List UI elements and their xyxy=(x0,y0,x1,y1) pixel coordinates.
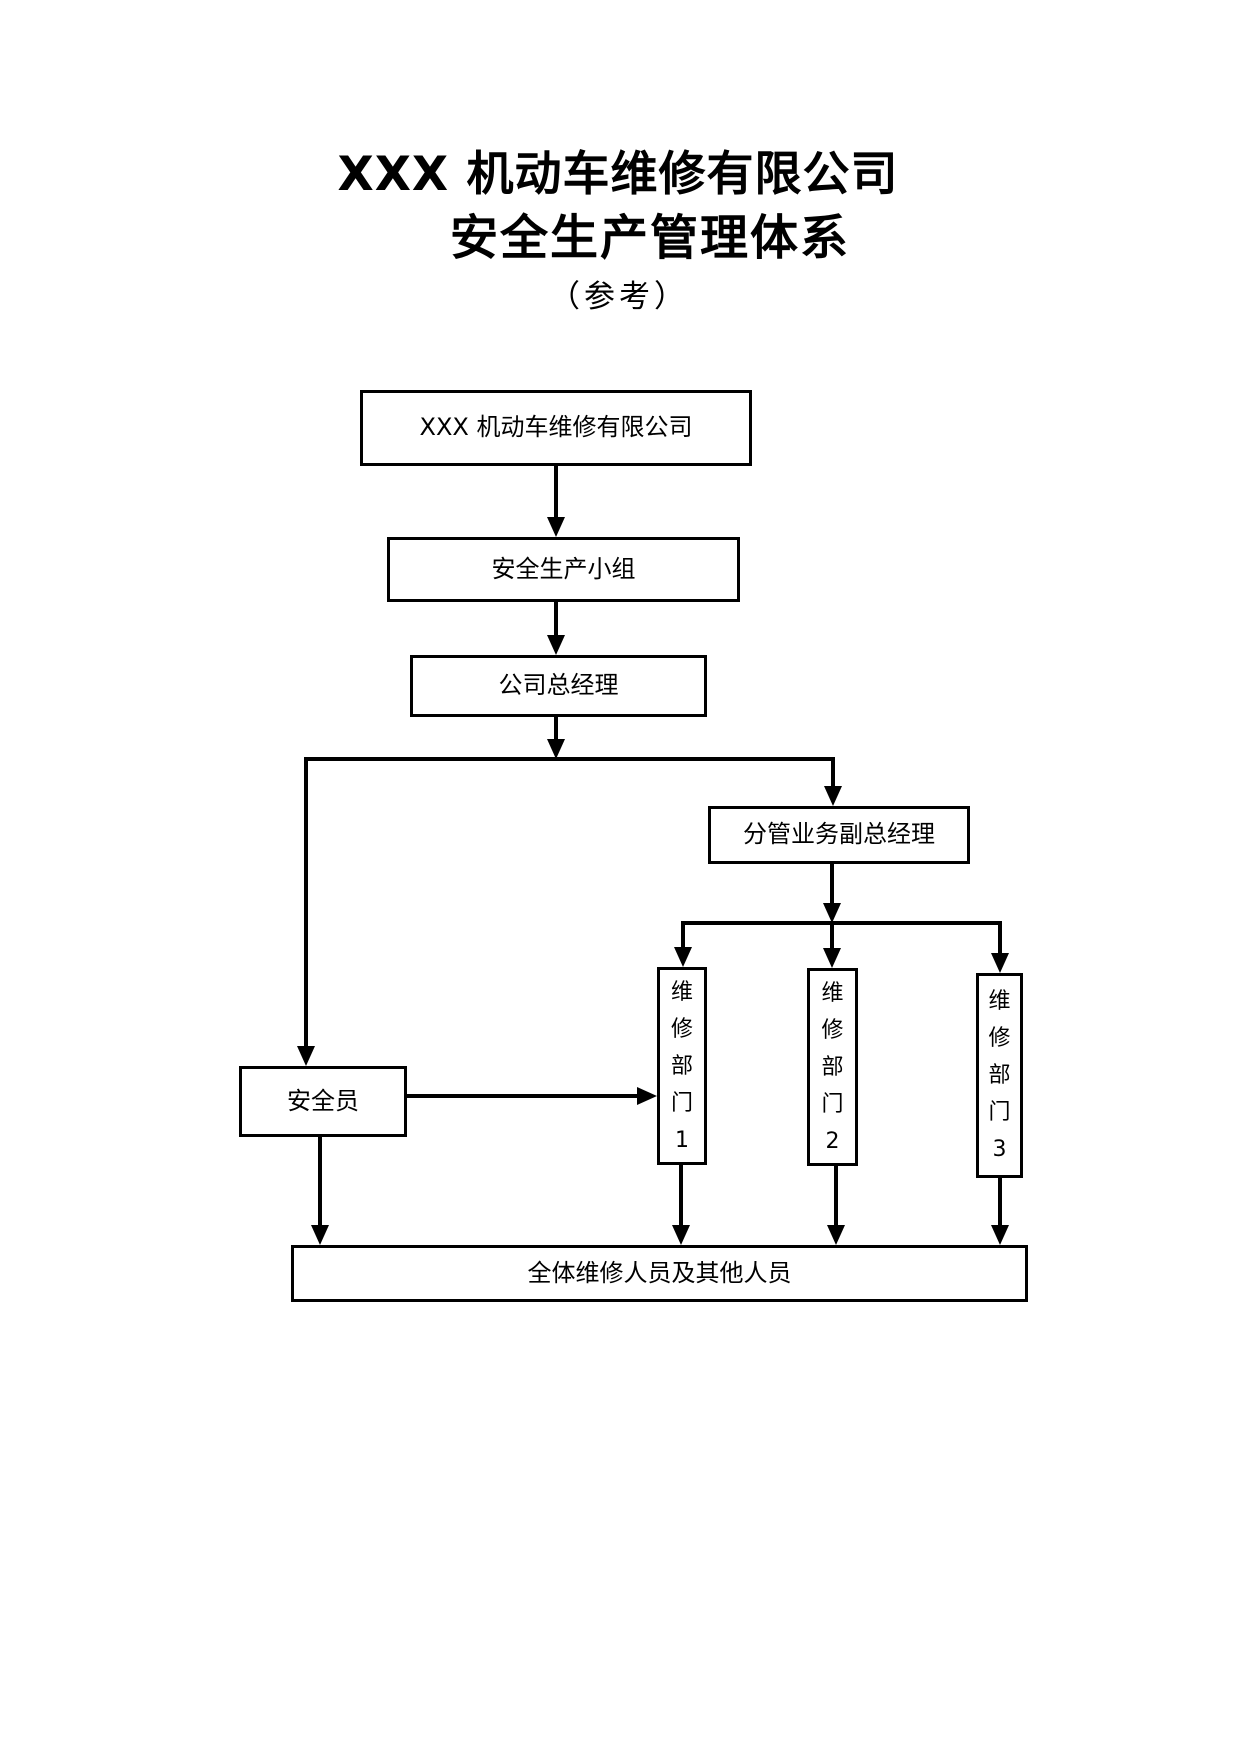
edge-junction2-dept1-line xyxy=(681,921,685,949)
node-repair-dept-2: 维修部门2 xyxy=(807,968,858,1166)
edge-dept1-allstaff-arrowhead-icon xyxy=(672,1225,690,1245)
node-safety-officer: 安全员 xyxy=(239,1066,407,1137)
edge-dept2-allstaff-arrowhead-icon xyxy=(827,1225,845,1245)
node-all-staff: 全体维修人员及其他人员 xyxy=(291,1245,1028,1302)
node-safety-team-label: 安全生产小组 xyxy=(491,554,636,583)
node-repair-dept-3: 维修部门3 xyxy=(976,973,1023,1178)
junction1-horizontal-line xyxy=(304,757,835,761)
edge-junction-deputy-line xyxy=(831,757,835,788)
edge-junction-safety-officer-line xyxy=(304,757,308,1048)
edge-gm-junction-line xyxy=(554,715,558,741)
edge-junction-safety-officer-arrowhead-icon xyxy=(297,1046,315,1066)
edge-safety-officer-allstaff-arrowhead-icon xyxy=(311,1225,329,1245)
edge-junction2-dept3-arrowhead-icon xyxy=(991,953,1009,973)
node-deputy-manager-label: 分管业务副总经理 xyxy=(743,820,935,849)
edge-gm-junction-arrowhead-icon xyxy=(547,739,565,759)
doc-title-line1: XXX 机动车维修有限公司 xyxy=(337,147,899,202)
node-company-label: XXX 机动车维修有限公司 xyxy=(419,413,693,442)
node-company: XXX 机动车维修有限公司 xyxy=(360,390,752,466)
edge-dept1-allstaff-line xyxy=(679,1165,683,1227)
edge-junction-deputy-arrowhead-icon xyxy=(824,786,842,806)
node-all-staff-label: 全体维修人员及其他人员 xyxy=(527,1258,792,1287)
edge-junction2-dept2-line xyxy=(830,921,834,950)
edge-dept2-allstaff-line xyxy=(834,1166,838,1227)
node-safety-team: 安全生产小组 xyxy=(387,537,740,602)
edge-dept3-allstaff-arrowhead-icon xyxy=(991,1225,1009,1245)
node-general-manager-label: 公司总经理 xyxy=(498,671,619,700)
node-deputy-manager: 分管业务副总经理 xyxy=(708,806,970,864)
edge-company-safety-team-line xyxy=(554,466,558,519)
edge-safety-team-gm-arrowhead-icon xyxy=(547,635,565,655)
node-safety-officer-label: 安全员 xyxy=(287,1086,359,1115)
doc-title-line2: 安全生产管理体系 xyxy=(449,210,851,266)
edge-safety-team-gm-line xyxy=(554,600,558,637)
edge-deputy-junction2-line xyxy=(830,862,834,905)
node-general-manager: 公司总经理 xyxy=(410,655,707,717)
edge-junction2-dept3-line xyxy=(998,921,1002,955)
edge-deputy-junction2-arrowhead-icon xyxy=(823,903,841,923)
edge-junction2-dept2-arrowhead-icon xyxy=(823,948,841,968)
edge-company-safety-team-arrowhead-icon xyxy=(547,517,565,537)
edge-safety-officer-allstaff-line xyxy=(318,1137,322,1227)
junction2-horizontal-line xyxy=(681,921,1002,925)
node-repair-dept-3-label: 维修部门3 xyxy=(988,989,1011,1162)
edge-junction2-dept1-arrowhead-icon xyxy=(674,947,692,967)
edge-safety-officer-dept1-line xyxy=(407,1094,639,1098)
node-repair-dept-1-label: 维修部门1 xyxy=(670,979,693,1153)
node-repair-dept-2-label: 维修部门2 xyxy=(821,980,844,1154)
doc-subtitle: （参考） xyxy=(549,279,689,315)
node-repair-dept-1: 维修部门1 xyxy=(657,967,707,1165)
edge-dept3-allstaff-line xyxy=(998,1178,1002,1227)
edge-safety-officer-dept1-arrowhead-icon xyxy=(637,1087,657,1105)
